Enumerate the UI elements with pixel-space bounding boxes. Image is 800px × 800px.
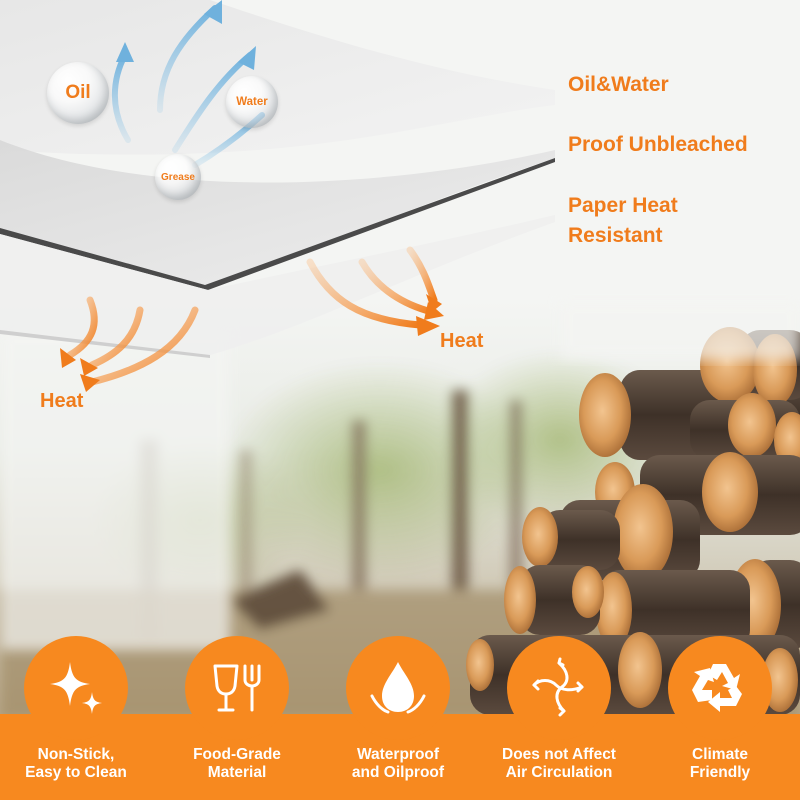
recycle-icon [692, 664, 742, 712]
feature-air-circulation: Does not Affect Air Circulation [479, 636, 639, 782]
feature-climate-friendly: Climate Friendly [640, 636, 800, 782]
heat-arrows [66, 246, 438, 386]
feature-line-3: Paper Heat [568, 194, 678, 217]
water-bubble: Water [226, 76, 278, 128]
air-circulation-icon [532, 657, 584, 717]
heat-label-right: Heat [440, 330, 484, 352]
feature-waterproof: Waterproof and Oilproof [318, 636, 478, 782]
feature-label: Non-Stick, Easy to Clean [25, 746, 127, 781]
oil-bubble-label: Oil [65, 82, 91, 103]
feature-circle [507, 636, 611, 740]
oil-bubble: Oil [47, 62, 109, 124]
feature-food-grade: Food-Grade Material [157, 636, 317, 782]
heat-label-left: Heat [40, 390, 84, 412]
feature-line-1: Oil&Water [568, 73, 669, 96]
feature-circle [185, 636, 289, 740]
feature-label: Does not Affect Air Circulation [502, 746, 616, 781]
feature-line-2: Proof Unbleached [568, 133, 748, 156]
feature-label: Food-Grade Material [193, 746, 281, 781]
feature-line-4: Resistant [568, 224, 663, 247]
grease-bubble: Grease [155, 154, 201, 200]
grease-bubble-label: Grease [161, 171, 195, 183]
feature-circle [668, 636, 772, 740]
feature-label: Climate Friendly [689, 746, 751, 781]
feature-non-stick: Non-Stick, Easy to Clean [0, 636, 156, 782]
water-drop-icon [370, 662, 426, 714]
glass-fork-icon [213, 664, 261, 712]
feature-circle [346, 636, 450, 740]
feature-label: Waterproof and Oilproof [351, 746, 445, 781]
water-bubble-label: Water [236, 96, 268, 108]
sparkle-icon [50, 662, 102, 714]
feature-circle [24, 636, 128, 740]
